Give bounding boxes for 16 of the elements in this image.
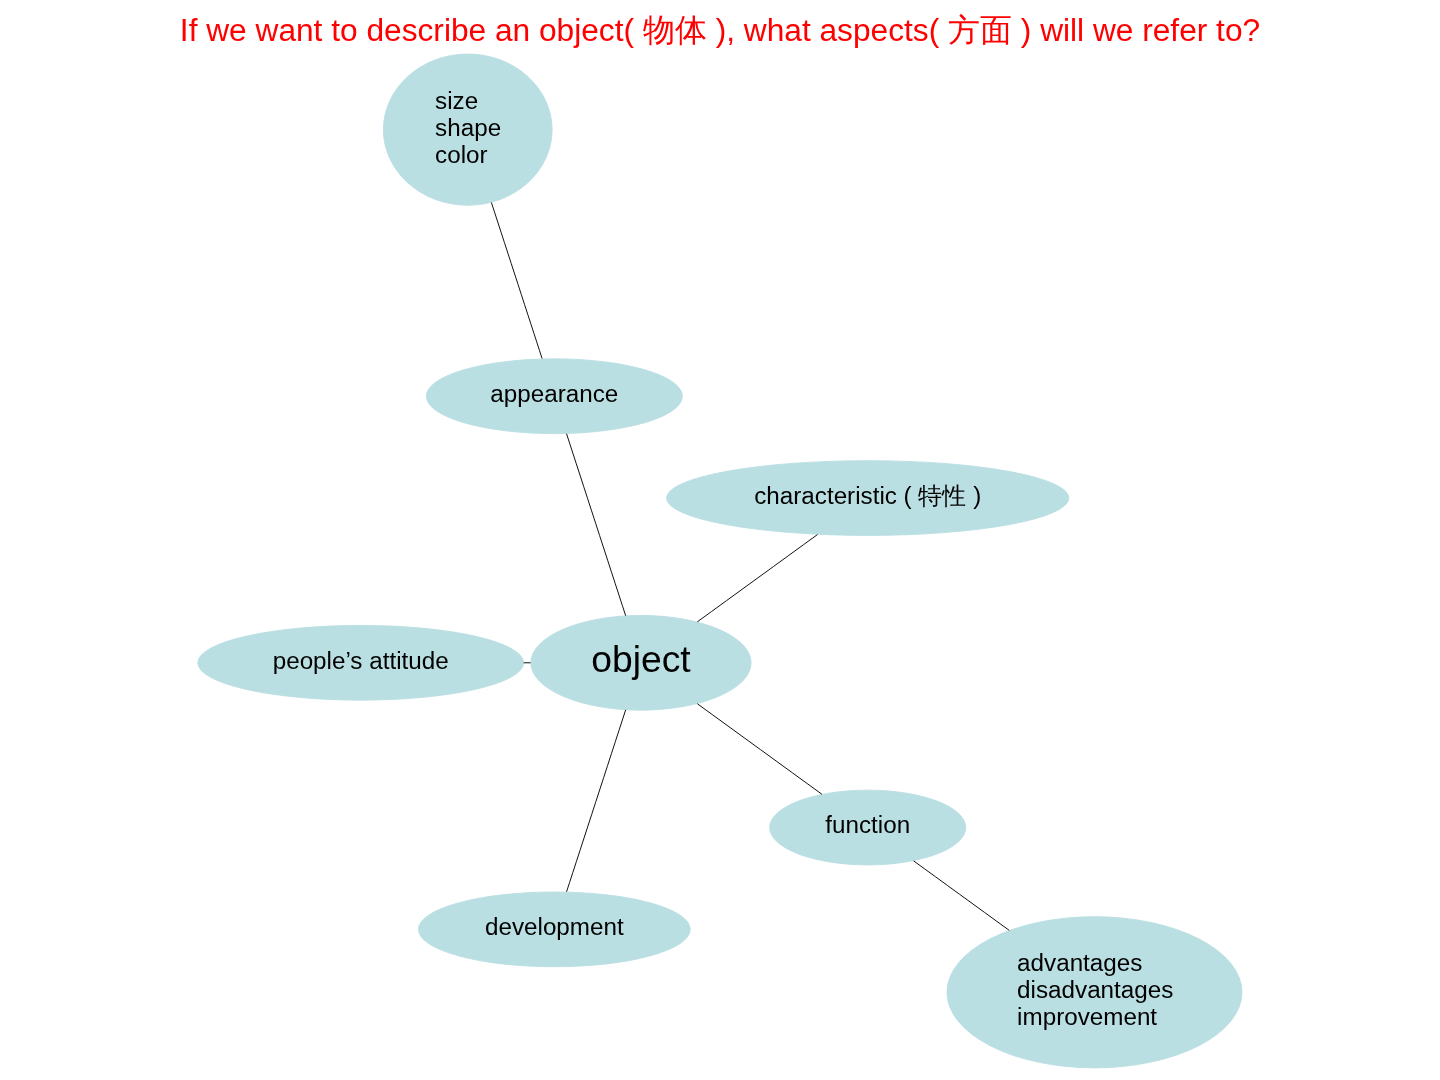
node-ellipse: development	[418, 891, 691, 968]
node-ellipse: appearance	[425, 358, 683, 435]
node-ellipse: advantages disadvantages improvement	[946, 916, 1243, 1069]
node-ellipse: characteristic ( 特性 )	[666, 460, 1070, 536]
connector	[696, 703, 823, 795]
connector	[566, 709, 627, 893]
node-ellipse: people’s attitude	[197, 624, 525, 701]
diagram-title: If we want to describe an object( 物体 ), what aspects( 方面 ) will we refer to?	[179, 12, 1261, 49]
connector	[566, 433, 627, 617]
node-ellipse: object	[530, 614, 752, 711]
node-ellipse: size shape color	[382, 53, 553, 206]
connector	[523, 662, 532, 664]
connector	[913, 860, 1010, 931]
node-ellipse: function	[769, 789, 967, 866]
connector	[490, 202, 543, 360]
connector	[696, 534, 818, 623]
